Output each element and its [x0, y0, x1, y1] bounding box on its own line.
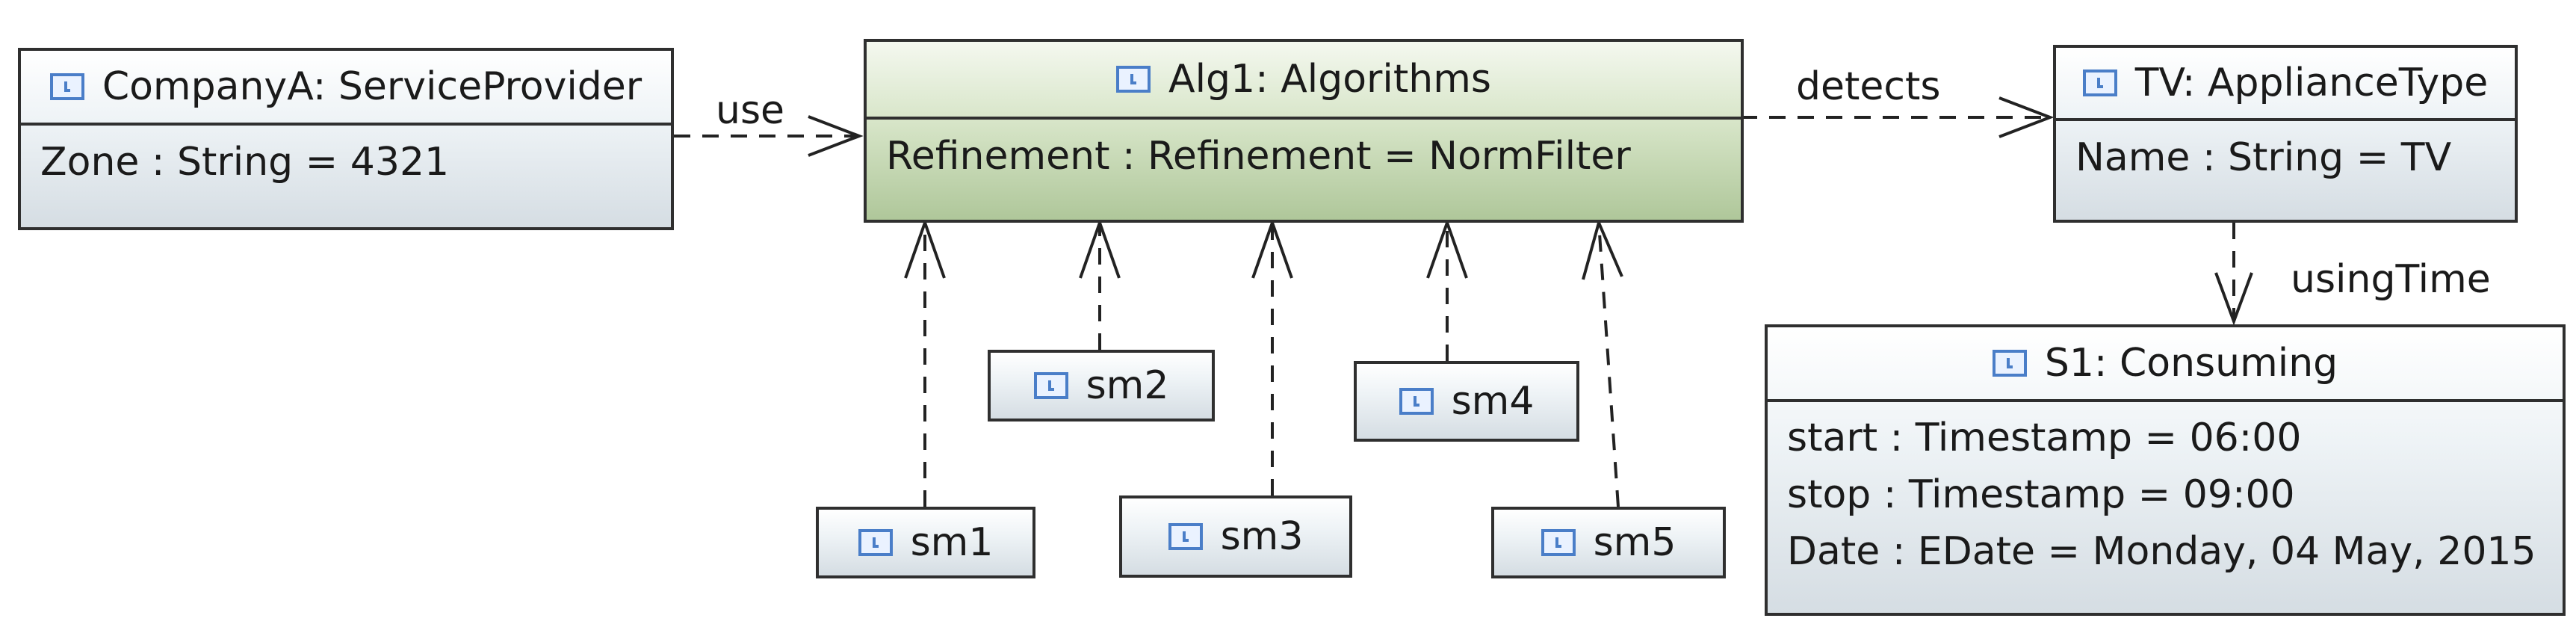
- object-alg1-header: Alg1: Algorithms: [867, 42, 1741, 120]
- edge-sm4-arrowhead: [1426, 217, 1468, 279]
- object-sm4[interactable]: sm4: [1354, 361, 1579, 442]
- attribute-start: start : Timestamp = 06:00: [1787, 416, 2302, 460]
- object-sm5-title: sm5: [1593, 520, 1676, 565]
- object-alg1-attributes: Refinement : Refinement = NormFilter: [867, 120, 1741, 185]
- object-sm1-title: sm1: [910, 520, 994, 565]
- object-instance-icon: [49, 73, 84, 100]
- object-alg1[interactable]: Alg1: Algorithms Refinement : Refinement…: [864, 39, 1744, 223]
- object-instance-icon: [1168, 523, 1203, 550]
- object-tv-header: TV: ApplianceType: [2056, 48, 2515, 121]
- object-tv-attributes: Name : String = TV: [2056, 121, 2515, 187]
- object-s1[interactable]: S1: Consuming start : Timestamp = 06:00 …: [1765, 324, 2566, 616]
- edge-label-usingtime: usingTime: [2291, 257, 2491, 302]
- edge-detects-arrowhead: [1998, 96, 2055, 138]
- edge-sm3-arrowhead: [1251, 217, 1293, 279]
- object-instance-icon: [1033, 372, 1068, 399]
- object-instance-icon: [2082, 70, 2117, 96]
- attribute-date: Date : EDate = Monday, 04 May, 2015: [1787, 529, 2536, 574]
- object-tv[interactable]: TV: ApplianceType Name : String = TV: [2053, 45, 2518, 223]
- object-sm5[interactable]: sm5: [1491, 507, 1726, 578]
- edge-sm5[interactable]: [1597, 222, 1620, 507]
- attribute-name: Name : String = TV: [2075, 135, 2452, 180]
- object-sm3[interactable]: sm3: [1119, 495, 1352, 578]
- object-instance-icon: [1116, 66, 1151, 93]
- edge-use-arrowhead: [808, 115, 864, 157]
- object-s1-header: S1: Consuming: [1768, 327, 2563, 402]
- attribute-stop: stop : Timestamp = 09:00: [1787, 472, 2295, 517]
- object-tv-title: TV: ApplianceType: [2134, 61, 2489, 105]
- object-instance-icon: [1399, 388, 1434, 415]
- edge-sm5-arrowhead: [1582, 217, 1623, 280]
- object-sm3-title: sm3: [1220, 514, 1304, 559]
- object-instance-icon: [858, 529, 893, 556]
- edge-label-detects: detects: [1796, 64, 1941, 109]
- object-sm4-header: sm4: [1357, 364, 1576, 439]
- object-sm2[interactable]: sm2: [988, 350, 1215, 422]
- edge-usingtime-arrowhead: [2214, 272, 2253, 326]
- object-companya[interactable]: CompanyA: ServiceProvider Zone : String …: [18, 48, 674, 230]
- object-s1-attributes: start : Timestamp = 06:00 stop : Timesta…: [1768, 402, 2563, 580]
- object-instance-icon: [1541, 529, 1576, 556]
- object-sm3-header: sm3: [1122, 498, 1349, 575]
- edge-sm1-arrowhead: [904, 217, 946, 279]
- edge-sm2-arrowhead: [1079, 217, 1121, 279]
- object-sm5-header: sm5: [1494, 510, 1723, 575]
- object-s1-title: S1: Consuming: [2044, 341, 2338, 386]
- object-sm4-title: sm4: [1451, 379, 1535, 424]
- object-companya-title: CompanyA: ServiceProvider: [102, 64, 643, 109]
- object-companya-header: CompanyA: ServiceProvider: [21, 51, 671, 126]
- object-sm1[interactable]: sm1: [816, 507, 1035, 578]
- object-sm1-header: sm1: [819, 510, 1032, 575]
- object-alg1-title: Alg1: Algorithms: [1168, 57, 1491, 102]
- attribute-refinement: Refinement : Refinement = NormFilter: [886, 134, 1631, 179]
- attribute-zone: Zone : String = 4321: [40, 140, 450, 185]
- object-instance-icon: [1992, 350, 2027, 377]
- object-sm2-title: sm2: [1086, 363, 1169, 408]
- object-companya-attributes: Zone : String = 4321: [21, 126, 671, 191]
- edge-label-use: use: [716, 88, 785, 133]
- object-sm2-header: sm2: [991, 353, 1212, 419]
